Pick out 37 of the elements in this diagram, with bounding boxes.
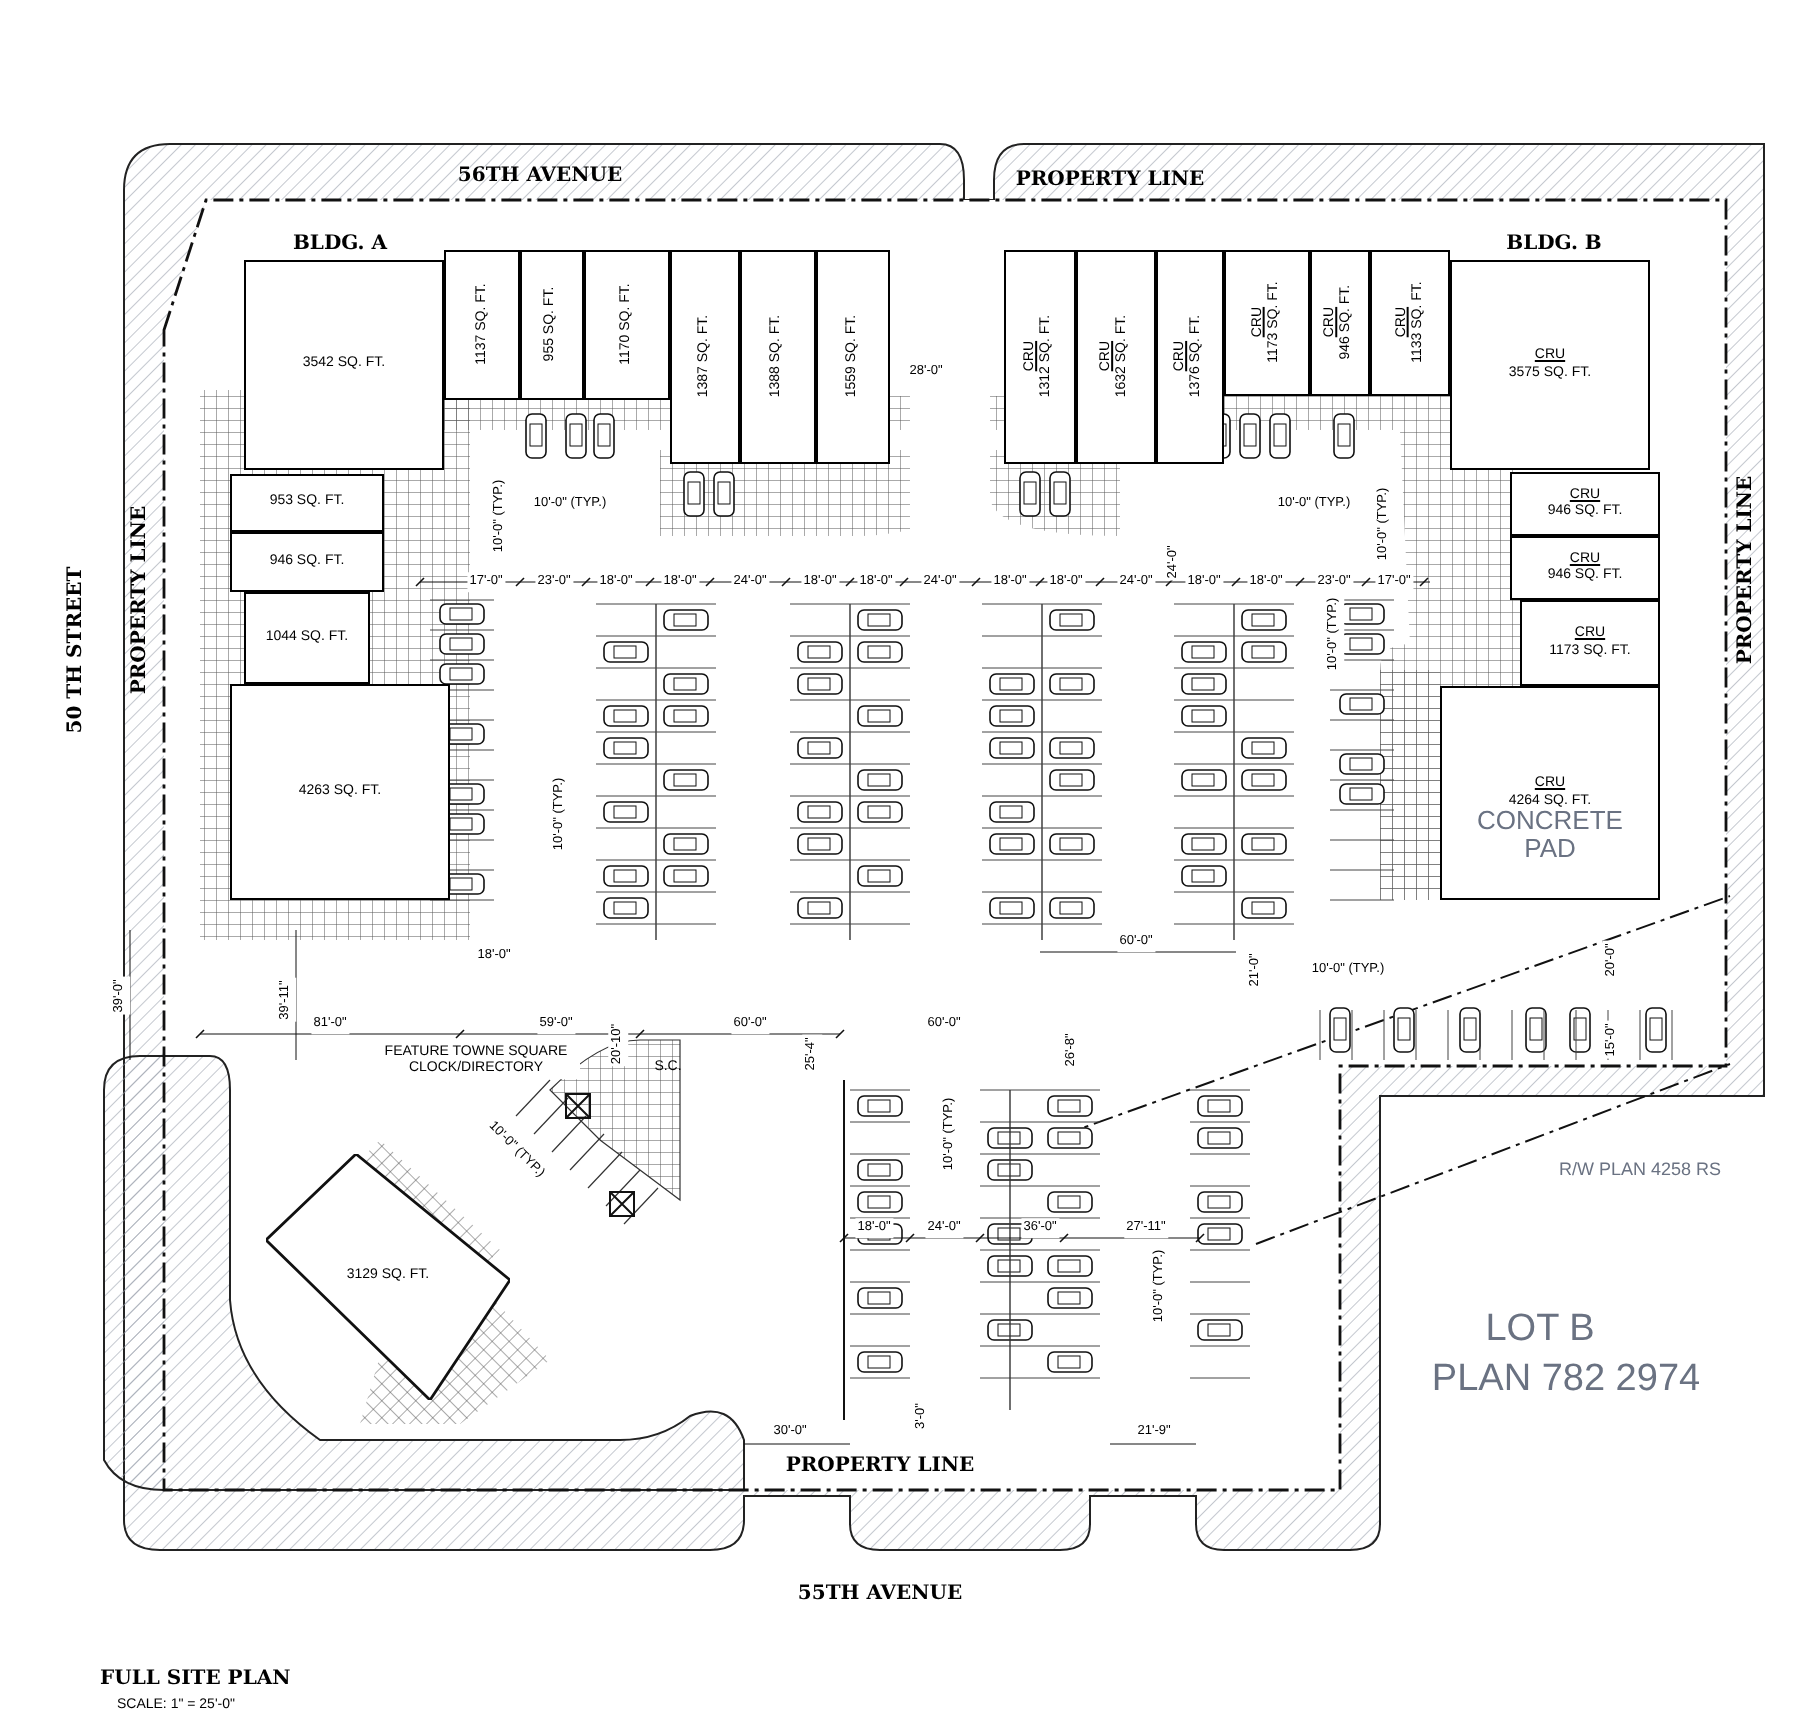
plan-label: PROPERTY LINE bbox=[127, 505, 153, 695]
tenant-unit bbox=[1370, 250, 1450, 396]
plan-label: 55TH AVENUE bbox=[797, 1581, 963, 1609]
survey-label: R/W PLAN 4258 RS bbox=[1558, 1156, 1722, 1183]
survey-label: PLAN 782 2974 bbox=[1431, 1355, 1701, 1404]
tenant-unit bbox=[1156, 250, 1224, 464]
plan-label: PROPERTY LINE bbox=[785, 1453, 975, 1481]
tenant-unit bbox=[1004, 250, 1076, 464]
survey-label: CONCRETE PAD bbox=[1475, 807, 1625, 865]
tenant-unit bbox=[1510, 472, 1660, 536]
tenant-unit bbox=[230, 684, 450, 900]
tenant-unit bbox=[1076, 250, 1156, 464]
survey-label: LOT B bbox=[1485, 1305, 1595, 1354]
tenant-unit bbox=[444, 250, 520, 400]
restaurant-building bbox=[266, 1154, 510, 1400]
tenant-unit bbox=[244, 592, 370, 684]
tenant-unit bbox=[816, 250, 890, 464]
tenant-unit bbox=[584, 250, 670, 400]
tenant-unit bbox=[520, 250, 584, 400]
tenant-unit bbox=[230, 474, 384, 532]
plan-label: PROPERTY LINE bbox=[1015, 167, 1205, 195]
tenant-unit bbox=[670, 250, 740, 464]
plan-label: BLDG. A bbox=[292, 231, 388, 259]
plan-label: PROPERTY LINE bbox=[1733, 475, 1759, 665]
plan-label: 56TH AVENUE bbox=[457, 163, 623, 191]
tenant-unit bbox=[1224, 250, 1310, 396]
plan-title: FULL SITE PLAN bbox=[100, 1666, 291, 1694]
plan-label: BLDG. B bbox=[1506, 231, 1602, 259]
tenant-unit bbox=[1450, 260, 1650, 470]
plan-label: 50 TH STREET bbox=[63, 566, 89, 734]
tenant-unit bbox=[1440, 686, 1660, 900]
tenant-unit bbox=[740, 250, 816, 464]
tenant-unit bbox=[1520, 600, 1660, 686]
tenant-unit bbox=[1510, 536, 1660, 600]
tenant-unit bbox=[1310, 250, 1370, 396]
tenant-unit bbox=[244, 260, 444, 470]
tenant-unit bbox=[230, 532, 384, 592]
